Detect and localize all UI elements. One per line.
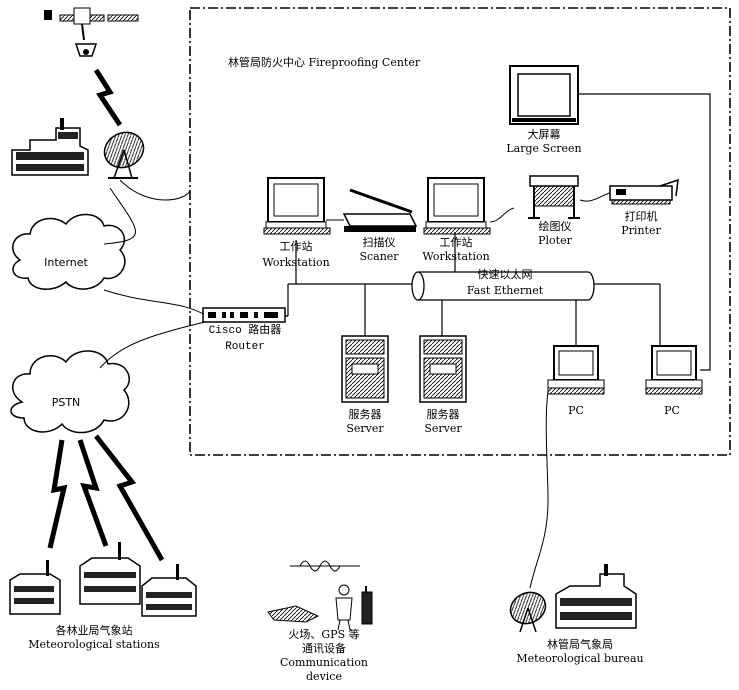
communication-label-zh2: 通讯设备: [302, 642, 346, 655]
router-label-line2: Router: [225, 341, 265, 353]
communication-label-en1: Communication: [280, 656, 368, 669]
server-2-icon: [419, 335, 467, 403]
plotter-label-en: Ploter: [538, 234, 572, 247]
fast-ethernet-cylinder: [411, 271, 595, 301]
satellite-icon: [44, 7, 139, 57]
fireproofing-center-boundary: [189, 7, 731, 456]
pc-2-icon: [645, 345, 703, 395]
workstation-1-label-en: Workstation: [262, 256, 330, 269]
server-2-label-zh: 服务器: [426, 408, 460, 421]
internet-cloud: [12, 213, 126, 290]
bureau-label-en: Meteorological bureau: [516, 652, 644, 665]
communication-label-zh1: 火场、GPS 等: [288, 628, 360, 641]
bureau-label-zh: 林管局气象局: [547, 638, 613, 651]
meteorological-stations-icon: [9, 542, 197, 617]
server-1-label-en: Server: [346, 422, 384, 435]
printer-label-zh: 打印机: [624, 210, 658, 223]
pc-1-icon: [547, 345, 605, 395]
fast-ethernet-label-en: Fast Ethernet: [466, 284, 544, 297]
satellite-dish-icon: [103, 131, 145, 179]
printer-icon: [609, 178, 679, 205]
large-screen-icon: [509, 65, 579, 125]
workstation-1-icon: [263, 177, 331, 235]
communication-device-icon: [267, 560, 373, 631]
fast-ethernet-label-zh: 快速以太网: [477, 268, 533, 281]
plotter-label-zh: 绘图仪: [538, 220, 572, 233]
scanner-label-zh: 扫描仪: [362, 236, 396, 249]
wireless-link-icon: [47, 434, 165, 562]
plotter-icon: [528, 175, 580, 219]
workstation-2-label-en: Workstation: [422, 250, 490, 263]
large-screen-label-en: Large Screen: [506, 142, 582, 155]
stations-label-zh: 各林业局气象站: [55, 624, 133, 637]
printer-label-en: Printer: [621, 224, 661, 237]
building-icon: [11, 118, 89, 176]
server-2-label-en: Server: [424, 422, 462, 435]
center-title: 林管局防火中心 Fireproofing Center: [228, 56, 421, 69]
stations-label-en: Meteorological stations: [28, 638, 160, 651]
server-1-icon: [341, 335, 389, 403]
pc-1-label: PC: [568, 404, 584, 417]
wireless-link-icon: [93, 68, 123, 127]
pc-2-label: PC: [664, 404, 680, 417]
workstation-2-icon: [423, 177, 491, 235]
internet-label: Internet: [44, 256, 88, 269]
router-label-line1: Cisco 路由器: [208, 325, 282, 337]
communication-label-en2: device: [306, 670, 342, 683]
meteorological-bureau-icon: [509, 564, 637, 633]
router-icon: [202, 307, 286, 323]
workstation-1-label-zh: 工作站: [279, 240, 313, 253]
scanner-icon: [342, 188, 418, 232]
pstn-label: PSTN: [51, 396, 81, 409]
pstn-cloud: [10, 350, 130, 434]
server-1-label-zh: 服务器: [348, 408, 382, 421]
workstation-2-label-zh: 工作站: [439, 236, 473, 249]
large-screen-label-zh: 大屏幕: [527, 128, 561, 141]
scanner-label-en: Scaner: [359, 250, 399, 263]
